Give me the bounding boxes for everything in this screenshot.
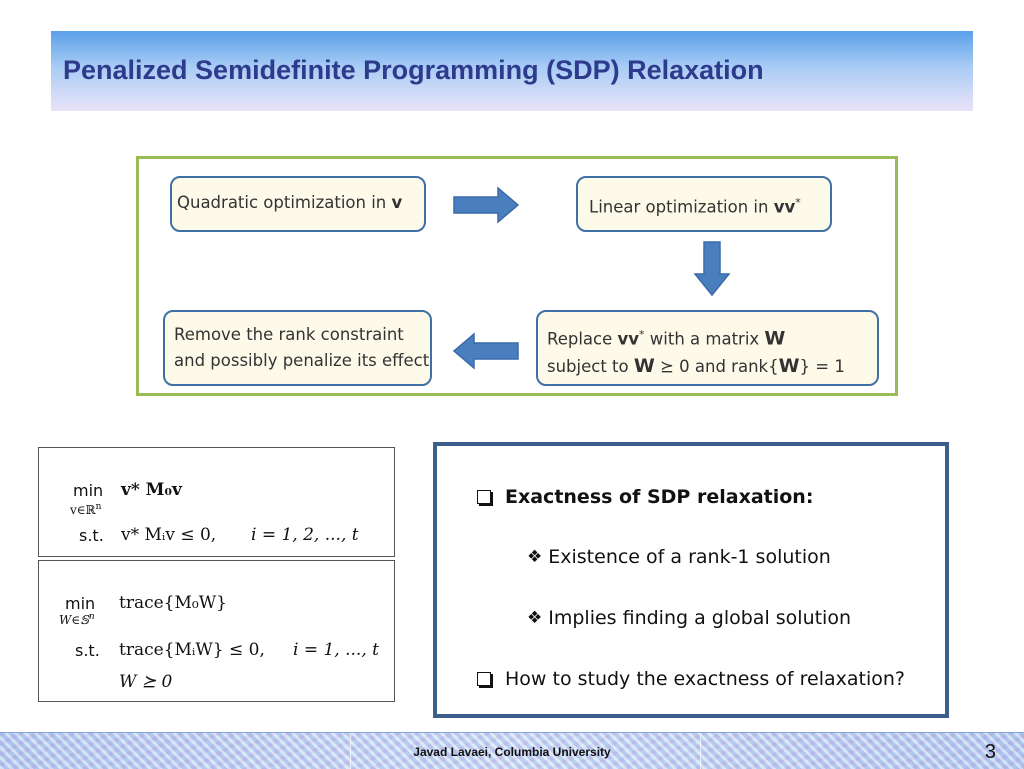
diamond-bullet-icon: ❖ bbox=[527, 547, 543, 567]
min-operator: min bbox=[73, 481, 104, 500]
bullet-study: How to study the exactness of relaxation… bbox=[477, 668, 905, 690]
min-domain: W∈𝕊n bbox=[59, 612, 95, 627]
min-operator: min bbox=[65, 594, 96, 613]
footer-author: Javad Lavaei, Columbia University bbox=[413, 745, 611, 759]
page-number: 3 bbox=[984, 741, 996, 763]
objective: trace{M₀W} bbox=[119, 593, 228, 613]
sub-bullet-rank-one: ❖ Existence of a rank-1 solution bbox=[527, 546, 831, 568]
constraint-index: i = 1, 2, ..., t bbox=[251, 525, 359, 545]
flow-box-replace: Replace vv* with a matrix W subject to W… bbox=[536, 310, 879, 386]
slide-title: Penalized Semidefinite Programming (SDP)… bbox=[63, 55, 764, 85]
flow-box-linear: Linear optimization in vv* bbox=[576, 176, 832, 232]
arrow-right-icon bbox=[453, 186, 520, 224]
checkbox-bullet-icon bbox=[477, 672, 491, 686]
constraint: v* Mᵢv ≤ 0, bbox=[121, 525, 217, 545]
qcqp-formulation: min v∈ℝn v* M₀v s.t. v* Mᵢv ≤ 0, i = 1, … bbox=[38, 447, 395, 557]
checkbox-bullet-icon bbox=[477, 490, 491, 504]
objective: v* M₀v bbox=[121, 480, 182, 500]
exactness-panel: Exactness of SDP relaxation: ❖ Existence… bbox=[433, 442, 949, 718]
footer-bar: Javad Lavaei, Columbia University 3 bbox=[0, 732, 1024, 769]
constraint: trace{MᵢW} ≤ 0, bbox=[119, 640, 265, 660]
title-bar: Penalized Semidefinite Programming (SDP)… bbox=[51, 31, 973, 111]
arrow-left-icon bbox=[452, 332, 519, 370]
diamond-bullet-icon: ❖ bbox=[527, 608, 543, 628]
bullet-exactness: Exactness of SDP relaxation: bbox=[477, 486, 813, 508]
flow-diagram: Quadratic optimization in v Linear optim… bbox=[136, 156, 898, 396]
constraint-index: i = 1, ..., t bbox=[293, 640, 379, 660]
arrow-down-icon bbox=[693, 241, 731, 297]
sdp-formulation: min W∈𝕊n trace{M₀W} s.t. trace{MᵢW} ≤ 0,… bbox=[38, 560, 395, 702]
st-label: s.t. bbox=[75, 641, 100, 660]
st-label: s.t. bbox=[79, 526, 104, 545]
min-domain: v∈ℝn bbox=[70, 502, 102, 517]
flow-box-quadratic: Quadratic optimization in v bbox=[170, 176, 426, 232]
psd-constraint: W ⪰ 0 bbox=[119, 672, 173, 692]
flow-box-remove-rank: Remove the rank constraint and possibly … bbox=[163, 310, 432, 386]
sub-bullet-global: ❖ Implies finding a global solution bbox=[527, 607, 852, 629]
